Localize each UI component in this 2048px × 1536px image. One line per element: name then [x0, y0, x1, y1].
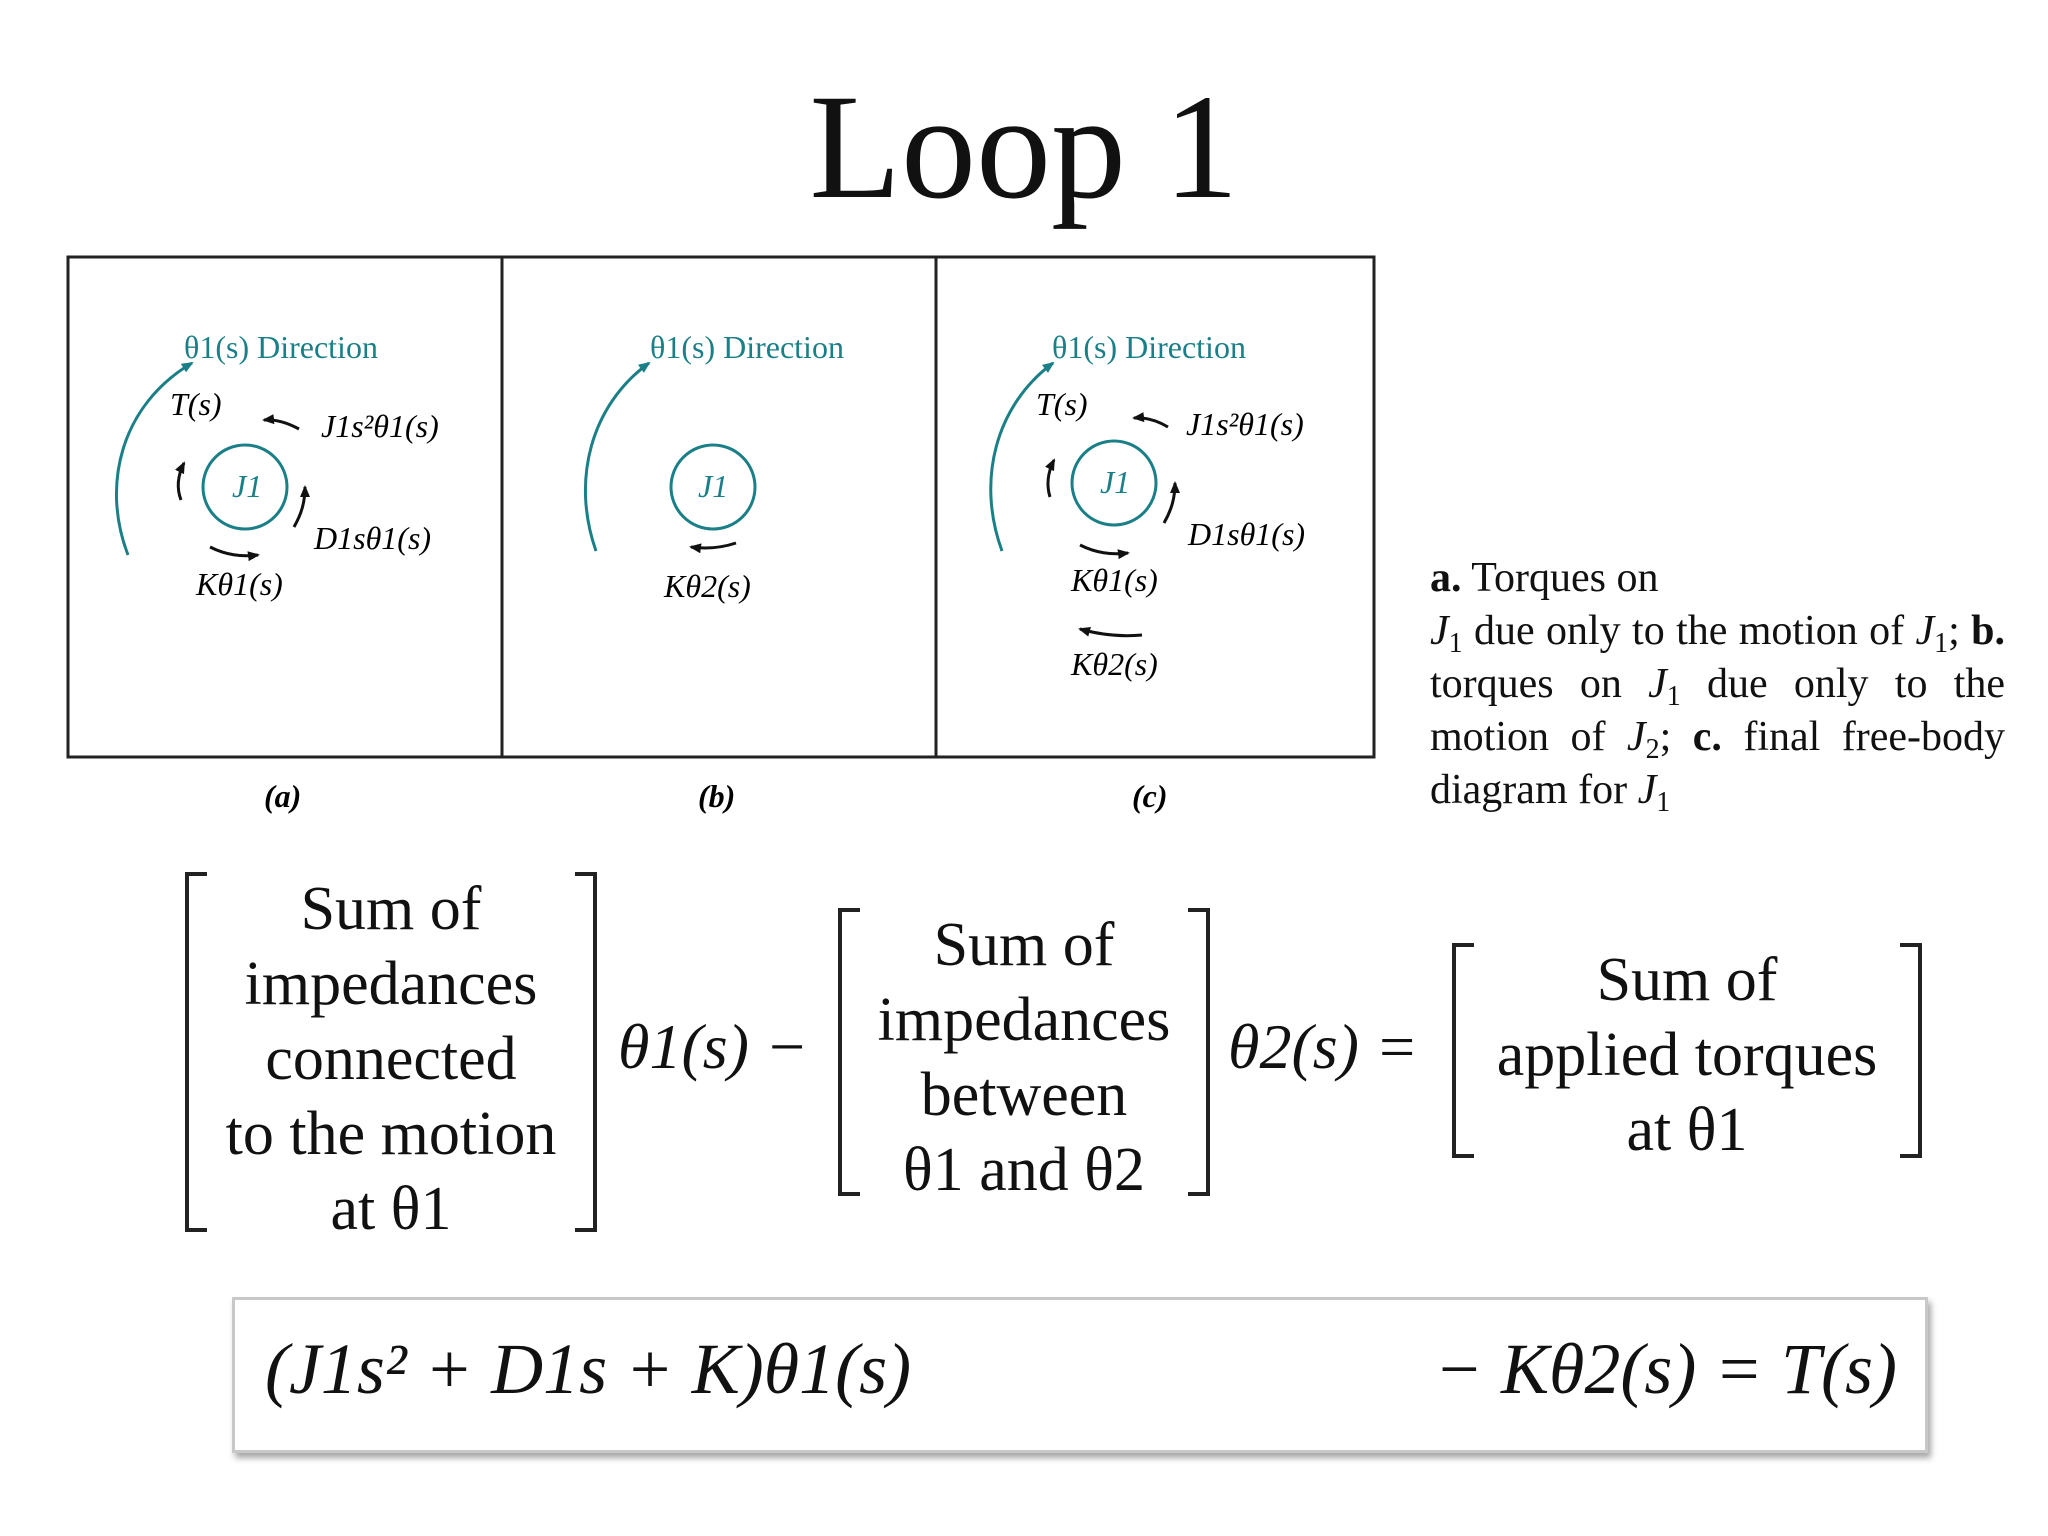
torque-label: T(s) — [1036, 386, 1088, 422]
torque-label: J1s²θ1(s) — [1186, 406, 1304, 442]
mass-label: J1 — [1100, 464, 1130, 500]
panel-label: (b) — [698, 778, 735, 814]
panel-a: θ1(s) Direction J1 T(s) J1s²θ1(s) D1sθ1(… — [115, 329, 439, 814]
torque-label: T(s) — [170, 386, 222, 422]
mass-label: J1 — [698, 468, 728, 504]
bracket-applied-torques: Sum of applied torques at θ1 — [1452, 943, 1922, 1164]
mass-circle — [669, 443, 757, 531]
mass-circle — [201, 443, 289, 531]
panel-frames — [66, 255, 1376, 759]
free-body-diagrams: θ1(s) Direction J1 T(s) J1s²θ1(s) D1sθ1(… — [66, 255, 1376, 814]
equation-lhs: (J1s² + D1s + K)θ1(s) — [265, 1329, 912, 1409]
term-theta2: θ2(s) = — [1228, 1011, 1419, 1082]
equation-rhs: − Kθ2(s) = T(s) — [1434, 1329, 1897, 1409]
panel-c: θ1(s) Direction J1 T(s) J1s²θ1(s) D1sθ1(… — [989, 329, 1305, 814]
torque-label: Kθ1(s) — [1070, 562, 1158, 598]
bracket-impedances-at-theta1: Sum of impedances connected to the motio… — [185, 872, 597, 1243]
term-theta1: θ1(s) − — [618, 1011, 809, 1082]
direction-label: θ1(s) Direction — [184, 329, 378, 365]
figure-caption: a. Torques on J1 due only to the motion … — [1430, 555, 2006, 818]
torque-label: Kθ2(s) — [1070, 646, 1158, 682]
torque-label: Kθ2(s) — [663, 568, 751, 604]
torque-label: D1sθ1(s) — [313, 520, 431, 556]
direction-arrow — [989, 361, 1055, 552]
panel-label: (a) — [264, 778, 301, 814]
torque-label: Kθ1(s) — [195, 566, 283, 602]
direction-label: θ1(s) Direction — [1052, 329, 1246, 365]
direction-label: θ1(s) Direction — [650, 329, 844, 365]
mass-label: J1 — [232, 468, 262, 504]
torque-label: J1s²θ1(s) — [321, 408, 439, 444]
panel-label: (c) — [1132, 778, 1168, 814]
direction-arrow — [115, 361, 194, 556]
panel-b: θ1(s) Direction J1 Kθ2(s) (b) — [583, 329, 844, 814]
final-equation-box: (J1s² + D1s + K)θ1(s) − Kθ2(s) = T(s) — [232, 1297, 1928, 1453]
mass-circle — [1070, 439, 1158, 527]
page-title: Loop 1 — [809, 64, 1239, 230]
bracket-impedances-between: Sum of impedances between θ1 and θ2 — [838, 908, 1210, 1204]
torque-label: D1sθ1(s) — [1187, 516, 1305, 552]
direction-arrow — [583, 361, 651, 552]
